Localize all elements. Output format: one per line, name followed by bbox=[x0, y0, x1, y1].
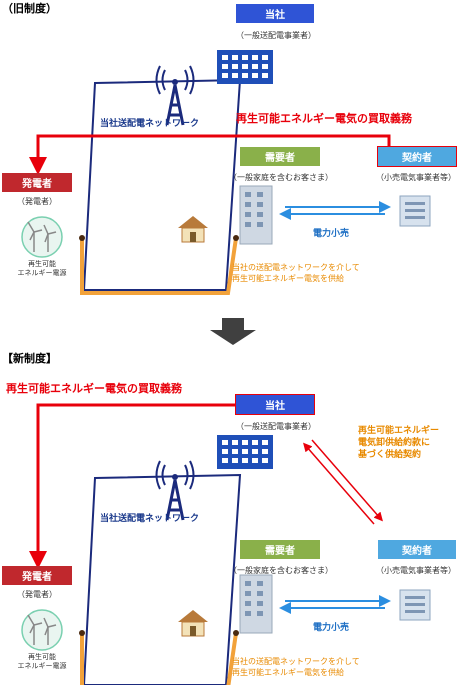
old-contractor-building-icon bbox=[399, 195, 431, 227]
old-supply-note: 当社の送配電ネットワークを介して再生可能エネルギー電気を供給 bbox=[232, 263, 360, 283]
old-purchase-arrow bbox=[29, 134, 391, 175]
new-purchase-arrow bbox=[29, 403, 238, 569]
new-company-building-icon bbox=[217, 435, 273, 469]
new-contractor-label: 契約者 bbox=[378, 540, 456, 559]
new-consumer-sub: （一般家庭を含むお客さま） bbox=[229, 566, 333, 575]
new-house-icon bbox=[178, 610, 208, 637]
old-renewable-source: 再生可能エネルギー電源 bbox=[17, 260, 67, 277]
old-section-title: （旧制度） bbox=[2, 2, 57, 15]
new-contract-arrow-up bbox=[303, 442, 375, 525]
old-windmill-icon bbox=[21, 216, 63, 258]
new-section-title: 【新制度】 bbox=[2, 352, 57, 365]
old-generator-sub: （発電者） bbox=[17, 197, 57, 206]
old-consumer-sub: （一般家庭を含むお客さま） bbox=[229, 173, 333, 182]
new-supply-note: 当社の送配電ネットワークを介して再生可能エネルギー電気を供給 bbox=[232, 657, 360, 677]
old-consumer-building-icon bbox=[239, 185, 273, 245]
new-company-sub: （一般送配電事業者） bbox=[236, 422, 316, 431]
new-purchase-obligation: 再生可能エネルギー電気の買取義務 bbox=[6, 382, 182, 395]
old-company-building-icon bbox=[217, 50, 273, 84]
old-contractor-sub: （小売電気事業者等） bbox=[376, 173, 456, 182]
new-generator-sub: （発電者） bbox=[17, 590, 57, 599]
old-consumer-label: 需要者 bbox=[240, 147, 320, 166]
new-network-label: 当社送配電ネットワーク bbox=[100, 514, 200, 524]
new-contract-note: 再生可能エネルギー電気卸供給約款に基づく供給契約 bbox=[358, 426, 440, 460]
new-consumer-building-icon bbox=[239, 574, 273, 634]
old-house-icon bbox=[178, 216, 208, 243]
old-tower-icon bbox=[155, 65, 195, 126]
new-consumer-label: 需要者 bbox=[240, 540, 320, 559]
new-tower-icon bbox=[155, 460, 195, 521]
new-company-label: 当社 bbox=[235, 394, 315, 415]
transition-arrow-icon bbox=[210, 318, 256, 345]
new-contract-arrow-down bbox=[311, 439, 383, 522]
new-contractor-sub: （小売電気事業者等） bbox=[376, 566, 456, 575]
new-renewable-source: 再生可能エネルギー電源 bbox=[17, 653, 67, 670]
old-generator-label: 発電者 bbox=[2, 173, 72, 192]
new-supply-line bbox=[80, 632, 238, 685]
old-supply-line bbox=[80, 237, 238, 295]
old-network-label: 当社送配電ネットワーク bbox=[100, 119, 200, 129]
old-purchase-obligation: 再生可能エネルギー電気の買取義務 bbox=[236, 112, 412, 125]
new-generator-label: 発電者 bbox=[2, 566, 72, 585]
old-company-label: 当社 bbox=[236, 4, 314, 23]
new-contractor-building-icon bbox=[399, 589, 431, 621]
new-windmill-icon bbox=[21, 609, 63, 651]
old-contractor-label: 契約者 bbox=[377, 146, 457, 167]
old-company-sub: （一般送配電事業者） bbox=[236, 31, 316, 40]
old-network-boundary bbox=[82, 78, 242, 291]
new-retail-label: 電力小売 bbox=[313, 623, 350, 633]
old-retail-label: 電力小売 bbox=[313, 229, 350, 239]
new-network-boundary bbox=[82, 473, 242, 685]
